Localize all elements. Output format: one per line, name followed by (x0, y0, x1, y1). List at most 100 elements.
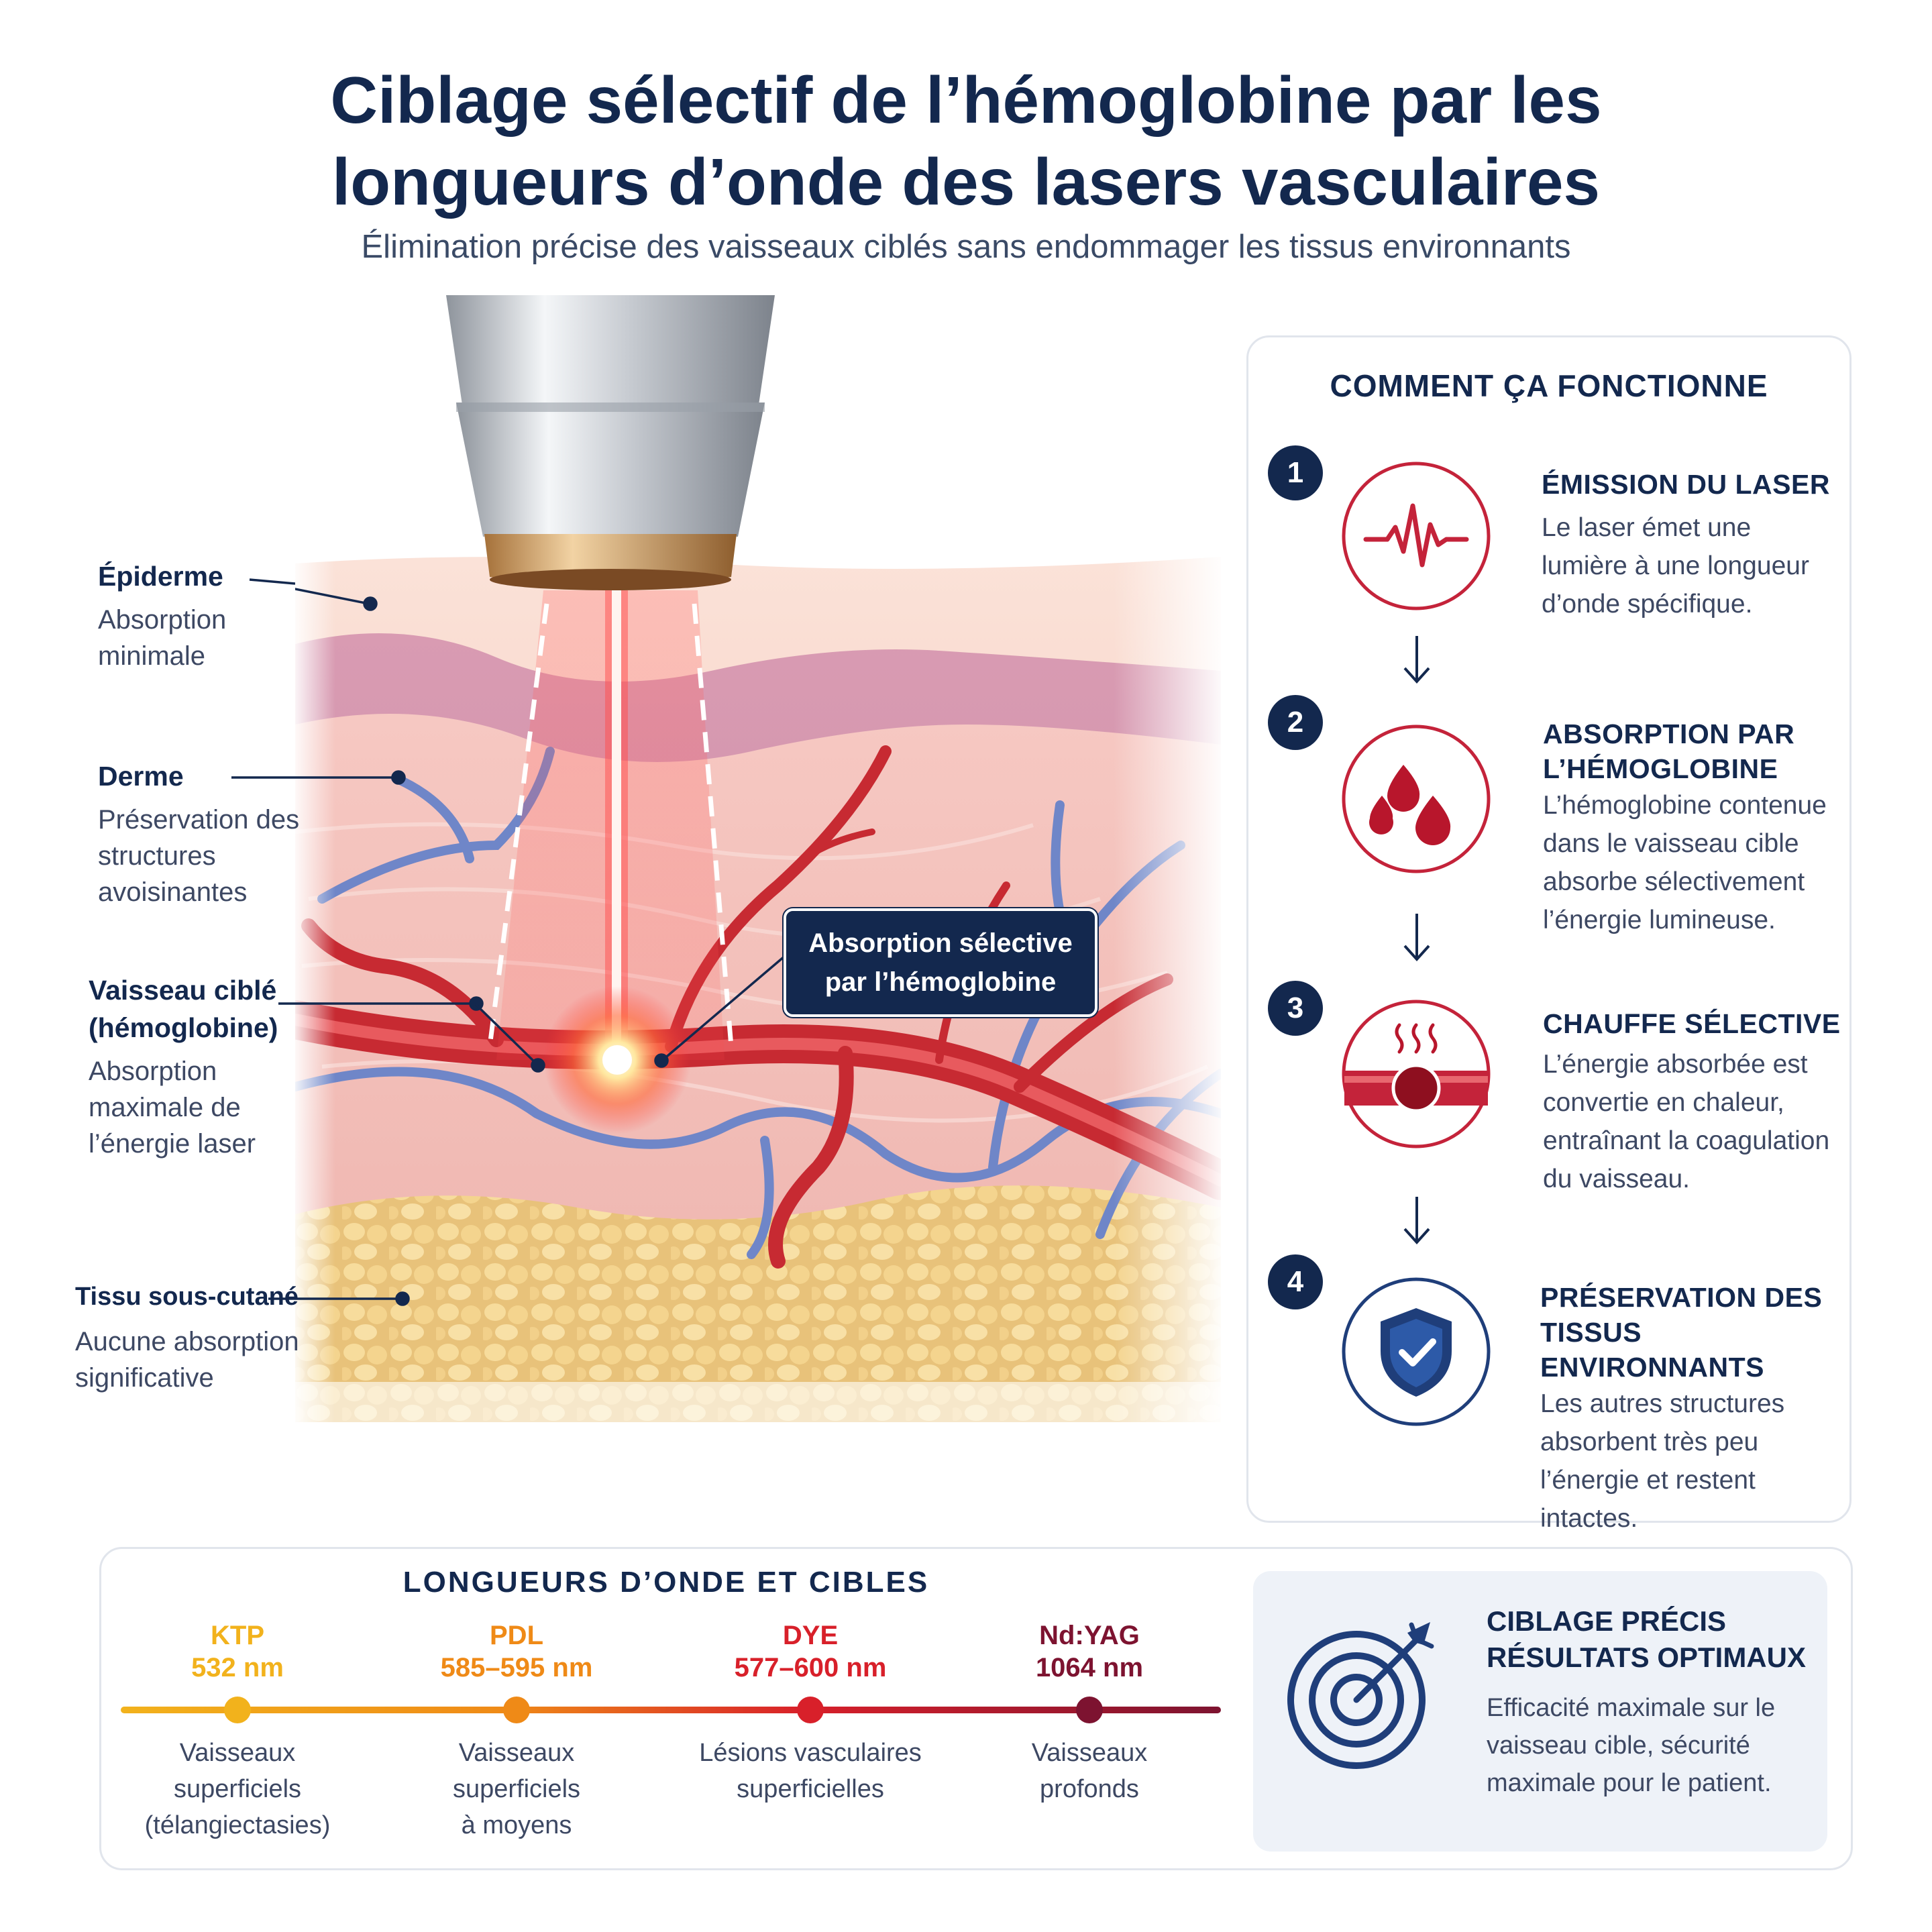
wavelength-dye-desc-1: Lésions vasculaires (699, 1739, 922, 1767)
absorption-callout: Absorption sélective par l’hémoglobine (784, 908, 1097, 1017)
label-dermis-name: Derme (98, 761, 184, 792)
callout-line-2: par l’hémoglobine (824, 967, 1057, 997)
target-desc-3: maximale pour le patient. (1487, 1769, 1772, 1797)
wavelengths-title: LONGUEURS D’ONDE ET CIBLES (402, 1566, 930, 1599)
wavelength-ndyag-nm: 1064 nm (1035, 1653, 1144, 1682)
wavelength-ktp-desc-1: Vaisseaux (179, 1739, 296, 1767)
target-desc-2: vaisseau cible, sécurité (1487, 1731, 1750, 1760)
label-dermis-desc-1: Préservation des (98, 805, 300, 835)
skin-cross-section-illustration (295, 295, 1221, 1422)
step-2-number: 2 (1268, 695, 1323, 750)
wavelength-pdl-nm: 585–595 nm (440, 1653, 593, 1682)
target-heading-2: RÉSULTATS OPTIMAUX (1487, 1642, 1806, 1673)
wavelength-ktp: KTP 532 nm (117, 1619, 358, 1684)
step-2-desc-2: dans le vaisseau cible (1543, 829, 1799, 858)
step-3-desc-1: L’énergie absorbée est (1543, 1050, 1808, 1079)
shield-check-icon (1342, 1277, 1491, 1426)
wavelength-ndyag-desc-2: profonds (1040, 1775, 1139, 1803)
blood-drops-icon (1342, 724, 1491, 873)
label-dermis-desc-3: avoisinantes (98, 877, 248, 907)
wavelength-ndyag-desc-1: Vaisseaux (1031, 1739, 1148, 1767)
label-epidermis-desc-1: Absorption (98, 605, 227, 635)
step-2-desc-3: absorbe sélectivement (1543, 867, 1805, 896)
step-2-heading-2: L’HÉMOGLOBINE (1543, 753, 1778, 784)
step-3-desc-3: entraînant la coagulation (1543, 1126, 1830, 1155)
wavelength-spectrum-line (121, 1697, 1221, 1723)
wavelength-pdl-desc-1: Vaisseaux (458, 1739, 575, 1767)
step-2-heading-1: ABSORPTION PAR (1543, 718, 1795, 749)
wavelength-dye-target: Lésions vasculaires superficielles (669, 1735, 951, 1807)
title-line-2: longueurs d’onde des lasers vasculaires (332, 145, 1600, 219)
wavelength-dye-nm: 577–600 nm (734, 1653, 887, 1682)
wavelength-marker-ktp (224, 1697, 251, 1723)
wavelength-ktp-nm: 532 nm (191, 1653, 284, 1682)
step-4-heading-1: PRÉSERVATION DES (1540, 1282, 1823, 1313)
step-4-desc-1: Les autres structures (1540, 1389, 1785, 1418)
wavelength-dye-desc-2: superficielles (737, 1775, 884, 1803)
wavelength-pdl-desc-2: superficiels (452, 1775, 581, 1803)
heated-vessel-icon (1342, 1000, 1491, 1148)
step-1-desc-3: d’onde spécifique. (1542, 590, 1753, 619)
label-dermis-desc-2: structures (98, 841, 216, 871)
label-epidermis-name: Épiderme (98, 561, 223, 592)
label-epidermis-desc-2: minimale (98, 641, 206, 671)
label-leaders (231, 578, 295, 1300)
label-subcutaneous-desc-2: significative (75, 1363, 214, 1393)
step-1-number: 1 (1268, 445, 1323, 500)
wavelength-ktp-desc-2: superficiels (173, 1775, 302, 1803)
label-vessel-name: Vaisseau ciblé (89, 975, 277, 1006)
page-subtitle: Élimination précise des vaisseaux ciblés… (361, 229, 1571, 265)
step-2-text: ABSORPTION PAR L’HÉMOGLOBINE L’hémoglobi… (1543, 716, 1851, 939)
how-it-works-title: COMMENT ÇA FONCTIONNE (1330, 368, 1768, 403)
wavelength-dye: DYE 577–600 nm (690, 1619, 931, 1684)
wavelength-ndyag-name: Nd:YAG (1039, 1621, 1140, 1650)
step-1-desc-2: lumière à une longueur (1542, 551, 1809, 580)
step-1-text: ÉMISSION DU LASER Le laser émet une lumi… (1542, 467, 1837, 623)
wavelength-pdl-name: PDL (490, 1621, 543, 1650)
target-heading-1: CIBLAGE PRÉCIS (1487, 1605, 1727, 1637)
step-4-desc-4: intactes. (1540, 1504, 1638, 1533)
step-1-desc-1: Le laser émet une (1542, 513, 1752, 542)
wavelength-ktp-target: Vaisseaux superficiels (télangiectasies) (97, 1735, 378, 1843)
precision-targeting-text: CIBLAGE PRÉCIS RÉSULTATS OPTIMAUX Effica… (1487, 1603, 1822, 1802)
wavelength-ktp-desc-3: (télangiectasies) (144, 1811, 331, 1839)
label-epidermis: Épiderme Absorption minimale (98, 561, 226, 674)
target-desc-1: Efficacité maximale sur le (1487, 1694, 1776, 1722)
step-4-number: 4 (1268, 1254, 1323, 1309)
label-vessel-desc-2: maximale de (89, 1093, 241, 1122)
label-subcutaneous-desc-1: Aucune absorption (75, 1327, 299, 1356)
step-3-desc-2: convertie en chaleur, (1543, 1088, 1784, 1117)
step-3-text: CHAUFFE SÉLECTIVE L’énergie absorbée est… (1543, 1006, 1851, 1198)
waveform-icon (1342, 462, 1491, 610)
wavelength-pdl-desc-3: à moyens (461, 1811, 572, 1839)
precision-targeting-box (1253, 1571, 1827, 1851)
label-subcutaneous-name: Tissu sous-cutané (75, 1283, 299, 1311)
label-vessel-desc-3: l’énergie laser (89, 1129, 256, 1159)
label-vessel-name-2: (hémoglobine) (89, 1012, 278, 1043)
title-line-1: Ciblage sélectif de l’hémoglobine par le… (330, 63, 1602, 137)
arrow-down-icon (1403, 1197, 1430, 1244)
step-2-desc-4: l’énergie lumineuse. (1543, 906, 1776, 934)
callout-line-1: Absorption sélective (808, 928, 1073, 958)
wavelength-marker-pdl (503, 1697, 530, 1723)
arrow-down-icon (1403, 636, 1430, 684)
wavelength-pdl-target: Vaisseaux superficiels à moyens (376, 1735, 657, 1843)
step-4-desc-3: l’énergie et restent (1540, 1466, 1756, 1495)
step-3-desc-4: du vaisseau. (1543, 1165, 1690, 1193)
step-4-heading-2: TISSUS ENVIRONNANTS (1540, 1317, 1765, 1383)
step-3-heading: CHAUFFE SÉLECTIVE (1543, 1008, 1841, 1039)
step-2-desc-1: L’hémoglobine contenue (1543, 791, 1827, 820)
page-title: Ciblage sélectif de l’hémoglobine par le… (0, 59, 1932, 223)
label-subcutaneous: Tissu sous-cutané Aucune absorption sign… (75, 1283, 299, 1396)
step-3-number: 3 (1268, 981, 1323, 1036)
wavelength-dye-name: DYE (782, 1621, 839, 1650)
wavelength-ndyag: Nd:YAG 1064 nm (969, 1619, 1210, 1684)
wavelength-pdl: PDL 585–595 nm (396, 1619, 637, 1684)
wavelength-ktp-name: KTP (211, 1621, 264, 1650)
wavelength-ndyag-target: Vaisseaux profonds (949, 1735, 1230, 1807)
wavelength-marker-ndyag (1076, 1697, 1103, 1723)
step-4-text: PRÉSERVATION DES TISSUS ENVIRONNANTS Les… (1540, 1280, 1849, 1538)
label-dermis: Derme Préservation des structures avoisi… (98, 761, 299, 910)
wavelength-marker-dye (797, 1697, 824, 1723)
target-arrow-icon (1287, 1622, 1434, 1769)
